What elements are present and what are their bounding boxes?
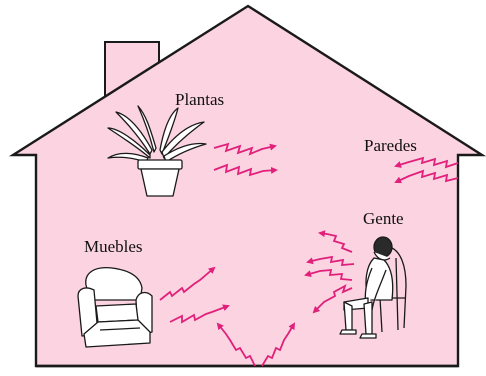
label-gente: Gente [363, 210, 404, 227]
label-muebles: Muebles [84, 238, 143, 255]
label-paredes: Paredes [364, 137, 417, 154]
label-plantas: Plantas [175, 91, 224, 108]
